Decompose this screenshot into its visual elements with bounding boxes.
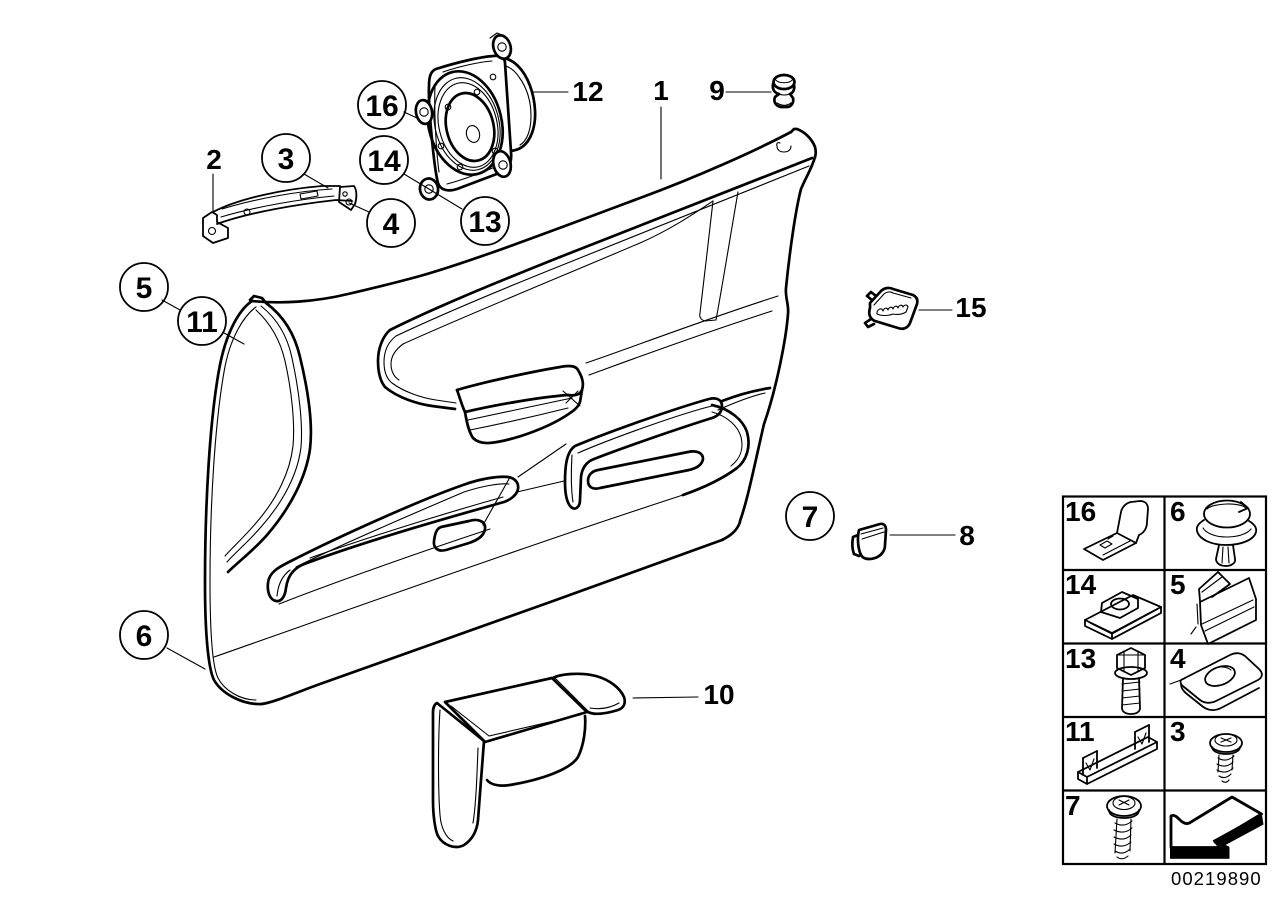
svg-text:1: 1 [653, 75, 669, 106]
svg-text:14: 14 [367, 145, 401, 178]
svg-text:5: 5 [1170, 569, 1186, 600]
svg-text:3: 3 [278, 143, 295, 176]
svg-text:14: 14 [1065, 569, 1097, 600]
svg-text:16: 16 [365, 90, 398, 123]
svg-text:2: 2 [206, 144, 222, 175]
svg-text:13: 13 [468, 206, 501, 239]
svg-text:7: 7 [1065, 790, 1081, 821]
svg-text:11: 11 [186, 306, 218, 339]
svg-text:5: 5 [136, 272, 153, 305]
svg-text:4: 4 [1170, 643, 1186, 674]
svg-text:12: 12 [572, 76, 603, 107]
svg-text:00219890: 00219890 [1171, 868, 1262, 889]
svg-text:16: 16 [1065, 496, 1096, 527]
svg-text:11: 11 [1065, 716, 1095, 747]
svg-text:15: 15 [955, 292, 986, 323]
svg-text:6: 6 [136, 620, 153, 653]
svg-text:4: 4 [383, 208, 400, 241]
svg-text:3: 3 [1170, 716, 1186, 747]
svg-text:10: 10 [703, 679, 734, 710]
svg-text:6: 6 [1170, 496, 1186, 527]
svg-text:9: 9 [709, 75, 725, 106]
svg-text:8: 8 [959, 520, 975, 551]
svg-text:13: 13 [1065, 643, 1096, 674]
svg-text:7: 7 [802, 501, 819, 534]
